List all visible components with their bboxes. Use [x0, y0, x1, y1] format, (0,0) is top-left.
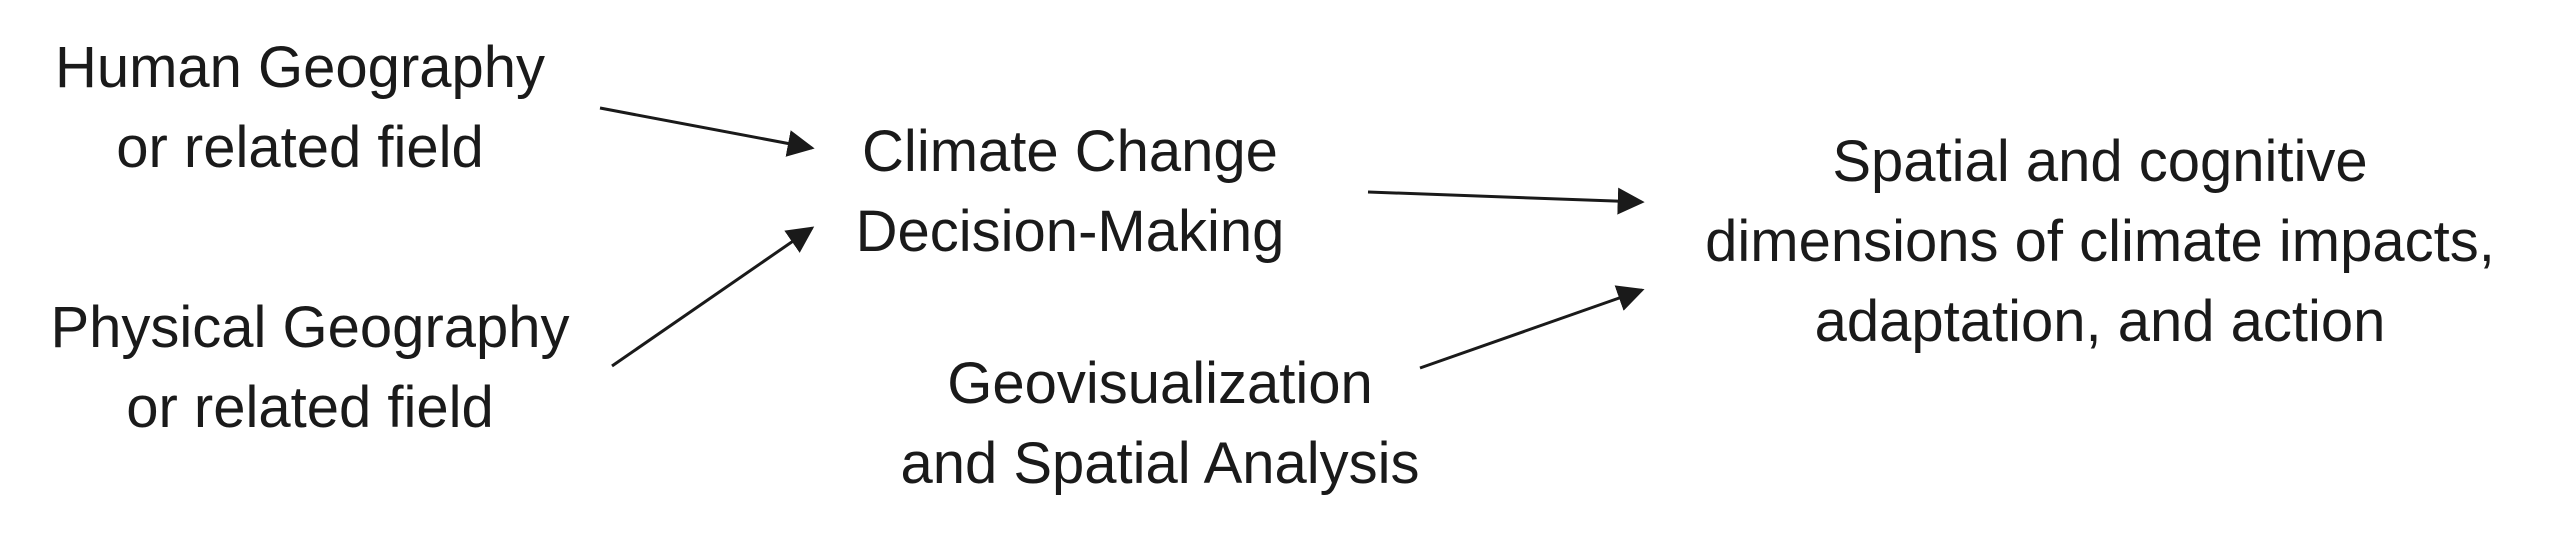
- node-label-line: dimensions of climate impacts,: [1705, 209, 2495, 274]
- node-physical-geography: Physical Geography or related field: [40, 288, 580, 448]
- node-label-line: Spatial and cognitive: [1832, 129, 2368, 194]
- arrow-human-to-decision: [599, 106, 815, 157]
- node-climate-change-decision-making: Climate Change Decision-Making: [830, 112, 1310, 272]
- arrow-decision-to-outcome: [1367, 187, 1645, 215]
- node-label-line: Human Geography: [54, 35, 546, 100]
- node-label-line: Physical Geography: [50, 295, 570, 360]
- arrow-physical-to-decision: [611, 226, 815, 368]
- node-geovisualization: Geovisualization and Spatial Analysis: [870, 344, 1450, 504]
- node-label-line: Decision-Making: [855, 199, 1285, 264]
- node-human-geography: Human Geography or related field: [40, 28, 560, 188]
- node-label-line: Geovisualization: [947, 351, 1373, 416]
- node-label-line: or related field: [126, 375, 494, 440]
- node-label-line: and Spatial Analysis: [900, 431, 1420, 496]
- arrow-geovis-to-outcome: [1419, 285, 1645, 370]
- node-label-line: Climate Change: [862, 119, 1278, 184]
- node-label-line: or related field: [116, 115, 484, 180]
- node-label-line: adaptation, and action: [1814, 289, 2386, 354]
- node-outcome-dimensions: Spatial and cognitive dimensions of clim…: [1660, 122, 2540, 362]
